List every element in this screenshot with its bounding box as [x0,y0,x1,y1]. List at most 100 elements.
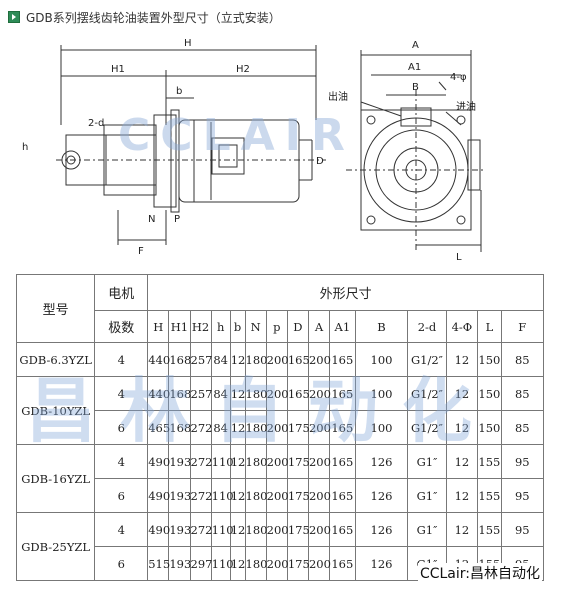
dimension-cell: 12 [229,410,246,445]
dimension-cell: 168 [168,376,191,411]
dimension-cell: 165 [286,376,310,411]
dimension-cell: 12 [445,512,479,547]
technical-drawing: H H1 H2 b 2-d h N P D F A A1 B 4-φ L 出油 … [22,38,486,263]
dimension-cell: 180 [244,512,267,547]
dim-label-H: H [184,38,192,49]
dimension-cell: 165 [286,342,310,377]
dimension-cell: 168 [168,410,191,445]
dimension-cell: 12 [229,478,246,513]
column-header: b [229,310,246,343]
dimension-cell: 155 [477,478,502,513]
dim-label-4-phi: 4-φ [450,72,467,83]
dimension-cell: 180 [244,410,267,445]
dimension-cell: 12 [229,444,246,479]
dimension-cell: 200 [265,444,289,479]
dimension-cell: 12 [445,444,479,479]
dimension-cell: 272 [189,478,212,513]
column-header: F [500,310,545,343]
dimension-cell: 200 [307,342,331,377]
poles-cell: 6 [94,478,149,513]
column-header: D [286,310,309,343]
dimension-cell: 200 [265,512,289,547]
dimension-cell: 126 [354,444,409,479]
model-cell: GDB-6.3YZL [15,342,96,377]
dimension-cell: 95 [500,444,545,479]
dimension-cell: 175 [286,444,310,479]
column-header: h [210,310,231,343]
dimension-cell: 200 [265,410,289,445]
dimension-cell: 165 [329,444,356,479]
dimension-cell: 175 [286,478,310,513]
column-header: p [265,310,288,343]
dimension-cell: 490 [147,512,170,547]
model-cell: GDB-16YZL [15,444,96,513]
dimension-cell: 126 [354,546,409,581]
dimension-cell: 100 [354,376,409,411]
dimension-cell: 200 [307,512,331,547]
dimension-cell: 12 [445,342,479,377]
dimension-cell: 126 [354,512,409,547]
dimension-cell: G1″ [407,512,447,547]
header-poles: 极数 [94,310,149,343]
dimension-cell: 84 [210,342,231,377]
dimension-cell: 272 [189,410,212,445]
column-header: H1 [168,310,191,343]
inlet-label: 进油 [456,100,476,113]
dimension-cell: 200 [265,478,289,513]
header-motor: 电机 [94,274,149,311]
poles-cell: 4 [94,512,149,547]
dimension-cell: 257 [189,342,212,377]
header-dimensions: 外形尺寸 [147,274,544,311]
dimension-cell: 180 [244,478,267,513]
dimension-cell: 165 [329,376,356,411]
dim-label-b: b [176,86,182,97]
dim-label-B: B [412,82,419,93]
dim-label-A1: A1 [408,62,421,73]
dimension-cell: 95 [500,512,545,547]
dimension-cell: 150 [477,342,502,377]
bullet-arrow-icon [8,11,20,23]
dimension-cell: 180 [244,546,267,581]
dimension-cell: 110 [210,444,234,479]
dimension-cell: 165 [329,342,356,377]
dimension-cell: 193 [168,444,191,479]
dimension-cell: 257 [189,376,212,411]
dimension-cell: 200 [307,410,331,445]
dimension-cell: 440 [147,342,170,377]
dimension-cell: 12 [229,546,246,581]
title-bar: GDB系列摆线齿轮油装置外型尺寸（立式安装） [8,8,281,26]
dimension-cell: 100 [354,342,409,377]
dim-label-2-d: 2-d [88,118,104,129]
model-cell: GDB-10YZL [15,376,96,445]
poles-cell: 4 [94,376,149,411]
dimension-cell: 126 [354,478,409,513]
dim-label-D: D [316,156,324,167]
dimension-cell: 168 [168,342,191,377]
dim-label-L: L [456,252,462,263]
dimension-cell: 165 [329,546,356,581]
dimension-cell: 12 [229,342,246,377]
column-header: 4-Φ [445,310,479,343]
dimension-cell: G1″ [407,478,447,513]
dimension-cell: 440 [147,376,170,411]
dimension-cell: 165 [329,410,356,445]
brand-label: CCLair:昌林自动化 [417,563,542,583]
dimension-cell: 193 [168,512,191,547]
dimension-cell: 95 [500,478,545,513]
dimension-cell: G1/2″ [407,410,447,445]
dimension-cell: 175 [286,546,310,581]
dimension-cell: 200 [265,342,289,377]
dimension-cell: 515 [147,546,170,581]
dimension-cell: G1″ [407,444,447,479]
dimension-cell: 193 [168,546,191,581]
dim-label-H1: H1 [111,64,125,75]
column-header: H2 [189,310,212,343]
dimension-cell: 85 [500,410,545,445]
dimension-cell: 110 [210,512,234,547]
